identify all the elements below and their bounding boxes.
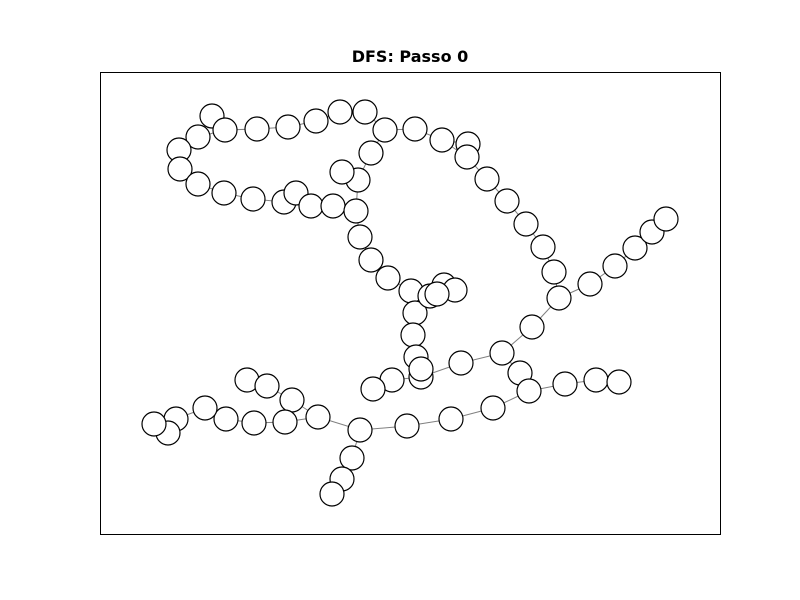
graph-node bbox=[516, 378, 542, 404]
graph-node bbox=[546, 285, 572, 311]
node-layer bbox=[141, 99, 679, 507]
graph-node bbox=[606, 369, 632, 395]
graph-node bbox=[429, 127, 455, 153]
graph-node bbox=[653, 206, 679, 232]
graph-node bbox=[438, 406, 464, 432]
graph-node bbox=[185, 171, 211, 197]
graph-node bbox=[358, 247, 384, 273]
graph-node bbox=[424, 281, 450, 307]
graph-node bbox=[552, 371, 578, 397]
graph-node bbox=[602, 253, 628, 279]
graph-node bbox=[244, 116, 270, 142]
graph-node bbox=[408, 356, 434, 382]
graph-node bbox=[372, 117, 398, 143]
graph-node bbox=[489, 340, 515, 366]
chart-title: DFS: Passo 0 bbox=[351, 47, 469, 66]
graph-node bbox=[319, 481, 345, 507]
graph-node bbox=[305, 404, 331, 430]
graph-node bbox=[339, 445, 365, 471]
graph-node bbox=[480, 395, 506, 421]
graph-node bbox=[360, 376, 386, 402]
graph-node bbox=[494, 188, 520, 214]
graph-node bbox=[241, 410, 267, 436]
graph-node bbox=[513, 211, 539, 237]
graph-node bbox=[375, 265, 401, 291]
graph-node bbox=[394, 413, 420, 439]
graph-node bbox=[454, 144, 480, 170]
graph-node bbox=[583, 367, 609, 393]
graph-node bbox=[530, 234, 556, 260]
graph-node bbox=[279, 387, 305, 413]
graph-node bbox=[347, 417, 373, 443]
graph-node bbox=[320, 193, 346, 219]
graph-node bbox=[327, 99, 353, 125]
graph-node bbox=[275, 114, 301, 140]
graph-node bbox=[213, 406, 239, 432]
graph-node bbox=[272, 409, 298, 435]
graph-node bbox=[303, 108, 329, 134]
graph-node bbox=[541, 259, 567, 285]
graph-node bbox=[474, 166, 500, 192]
graph-node bbox=[185, 124, 211, 150]
graph-node bbox=[448, 350, 474, 376]
graph-node bbox=[519, 314, 545, 340]
graph-node bbox=[347, 224, 373, 250]
graph-node bbox=[167, 156, 193, 182]
graph-node bbox=[211, 180, 237, 206]
graph-node bbox=[400, 322, 426, 348]
plot-frame bbox=[100, 72, 721, 535]
graph-node bbox=[254, 373, 280, 399]
graph-node bbox=[622, 235, 648, 261]
graph-node bbox=[240, 186, 266, 212]
graph-node bbox=[329, 159, 355, 185]
graph-node bbox=[577, 271, 603, 297]
graph-node bbox=[192, 395, 218, 421]
graph-node bbox=[402, 116, 428, 142]
graph-node bbox=[358, 140, 384, 166]
graph-node bbox=[141, 411, 167, 437]
graph-node bbox=[298, 193, 324, 219]
graph-node bbox=[352, 99, 378, 125]
graph-node bbox=[343, 198, 369, 224]
graph-node bbox=[212, 117, 238, 143]
